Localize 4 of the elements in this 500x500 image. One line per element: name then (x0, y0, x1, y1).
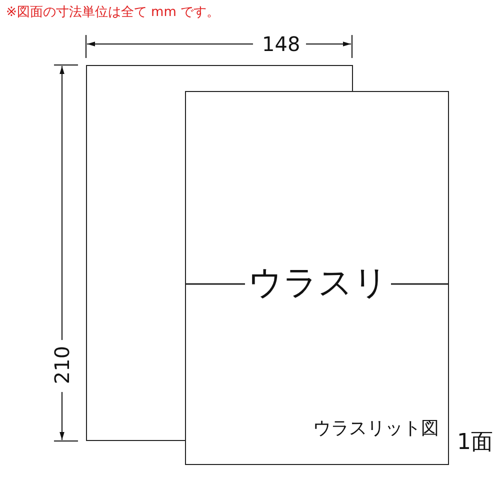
width-dimension: 148 (262, 34, 300, 54)
label-sheet (185, 91, 449, 465)
sheet-count: 1面 (457, 432, 493, 454)
height-dimension: 210 (52, 346, 72, 384)
